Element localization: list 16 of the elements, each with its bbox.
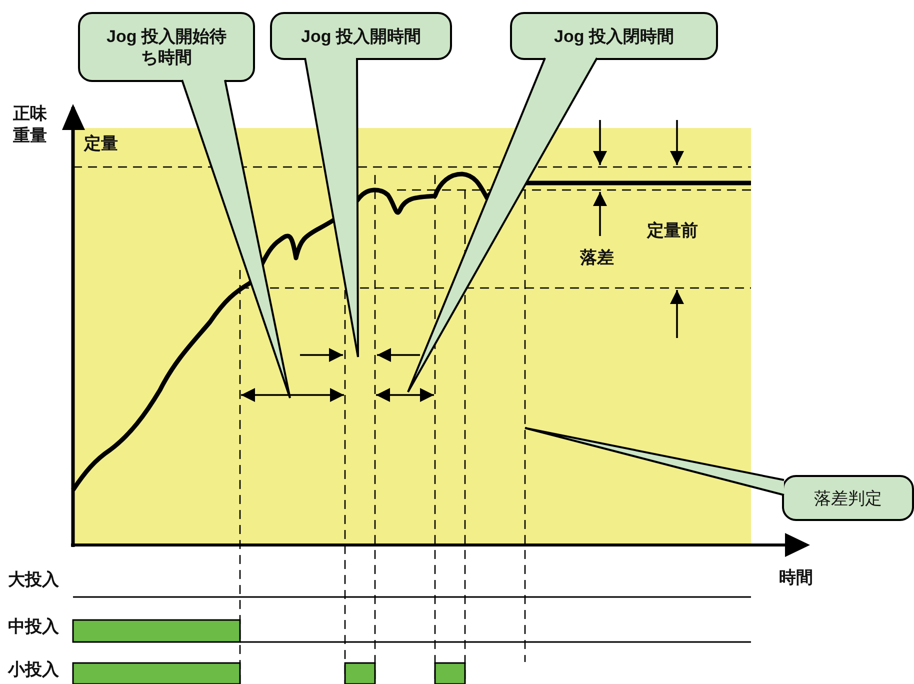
- callout-tail: [407, 58, 598, 393]
- callout-bubble: 落差判定: [782, 475, 914, 521]
- callout-tail: [181, 80, 291, 399]
- level-label: 定量: [84, 134, 118, 154]
- callout-bubble: Jog 投入閉時間: [510, 12, 718, 60]
- signal-label: 大投入: [8, 570, 59, 590]
- callout-tail: [524, 427, 784, 496]
- signal-label: 小投入: [8, 660, 59, 680]
- callout-tail: [304, 58, 359, 358]
- axis-label: 時間: [779, 568, 813, 588]
- signal-label: 中投入: [8, 617, 59, 637]
- axis-label: 正味重量: [13, 103, 48, 147]
- callout-bubble: Jog 投入開始待ち時間: [78, 12, 255, 82]
- level-label: 定量前: [647, 221, 698, 241]
- level-label: 落差: [580, 248, 614, 268]
- callout-bubble: Jog 投入開時間: [270, 12, 452, 60]
